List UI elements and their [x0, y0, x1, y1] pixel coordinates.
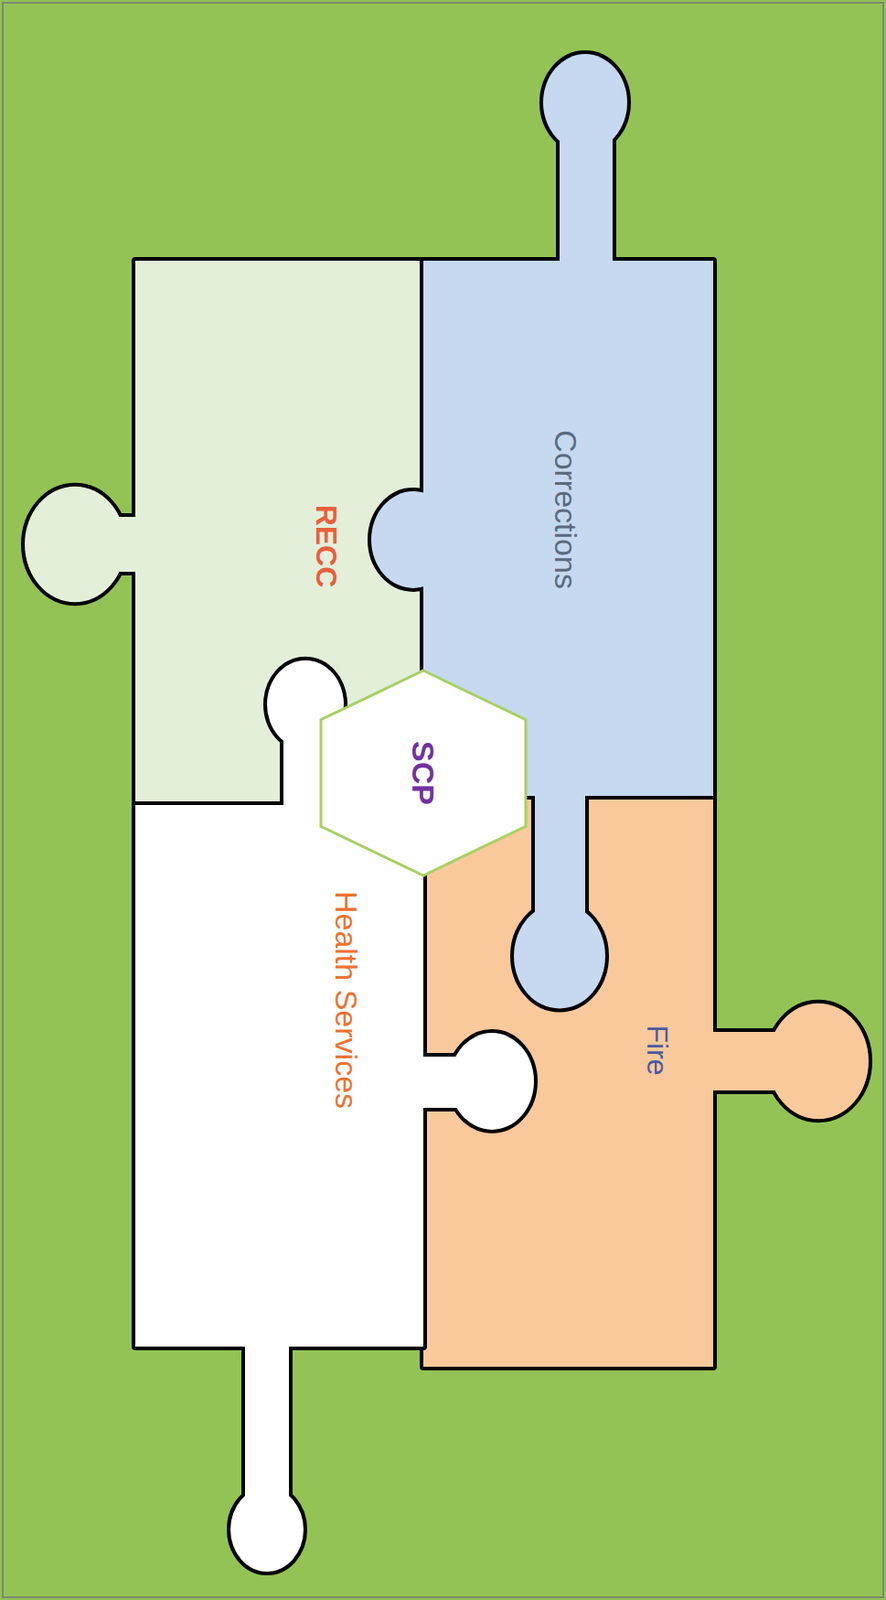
hexagon: SCP: [320, 670, 526, 876]
piece-label: Health Services: [330, 890, 363, 1109]
piece-label: SCP: [407, 740, 439, 805]
piece-label: Corrections: [550, 429, 582, 589]
piece-label: Fire: [642, 1024, 673, 1075]
piece-label: RECC: [311, 504, 342, 588]
